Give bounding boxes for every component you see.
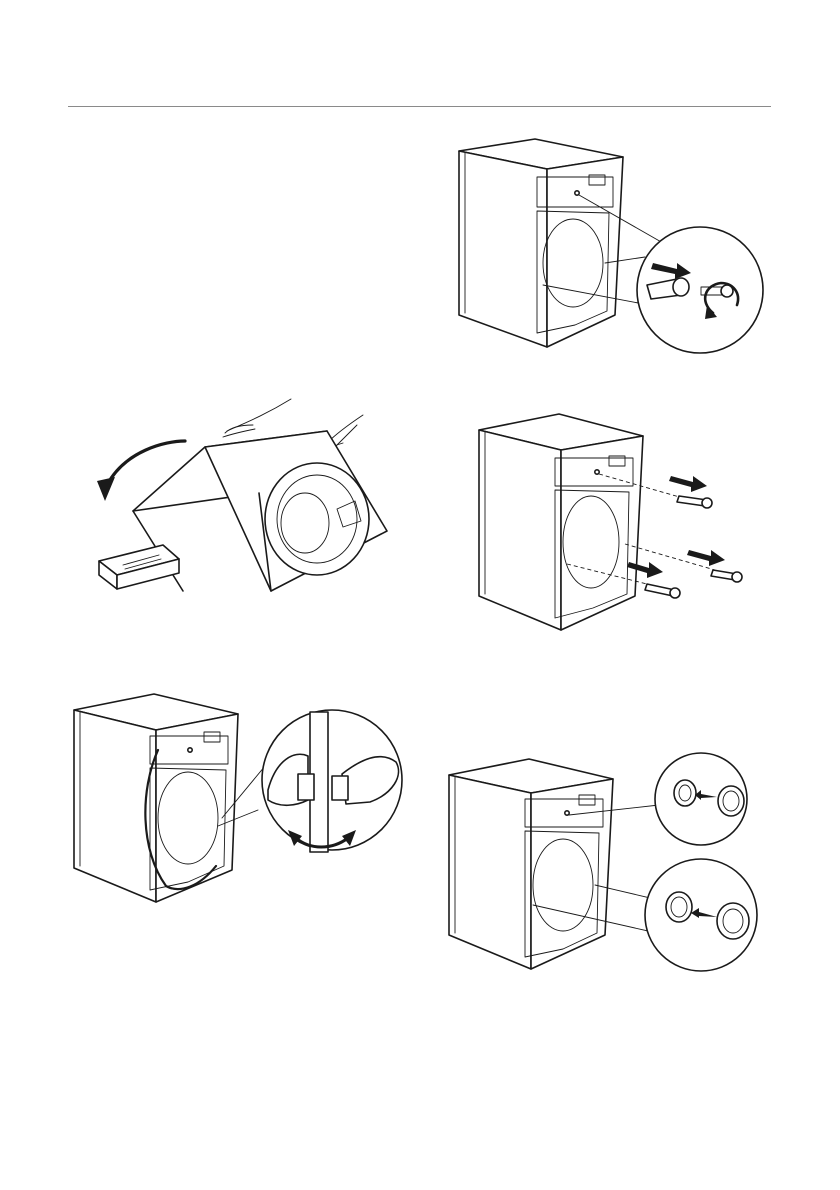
washing-machine-back-icon bbox=[479, 414, 643, 630]
fig-remove-transit-bolt-detail bbox=[455, 135, 765, 355]
fig-tilt-machine bbox=[95, 385, 395, 595]
fig-insert-plastic-caps bbox=[445, 755, 765, 975]
fig-unhook-hose-clip bbox=[70, 690, 415, 910]
washing-machine-back-icon bbox=[449, 759, 613, 969]
washing-machine-back-icon bbox=[459, 139, 623, 347]
spacer-icon bbox=[645, 496, 742, 598]
fig-pull-out-bolts bbox=[475, 410, 750, 635]
pull-arrow-icon bbox=[669, 476, 707, 492]
header-rule bbox=[68, 106, 771, 107]
support-block-icon bbox=[99, 545, 179, 589]
